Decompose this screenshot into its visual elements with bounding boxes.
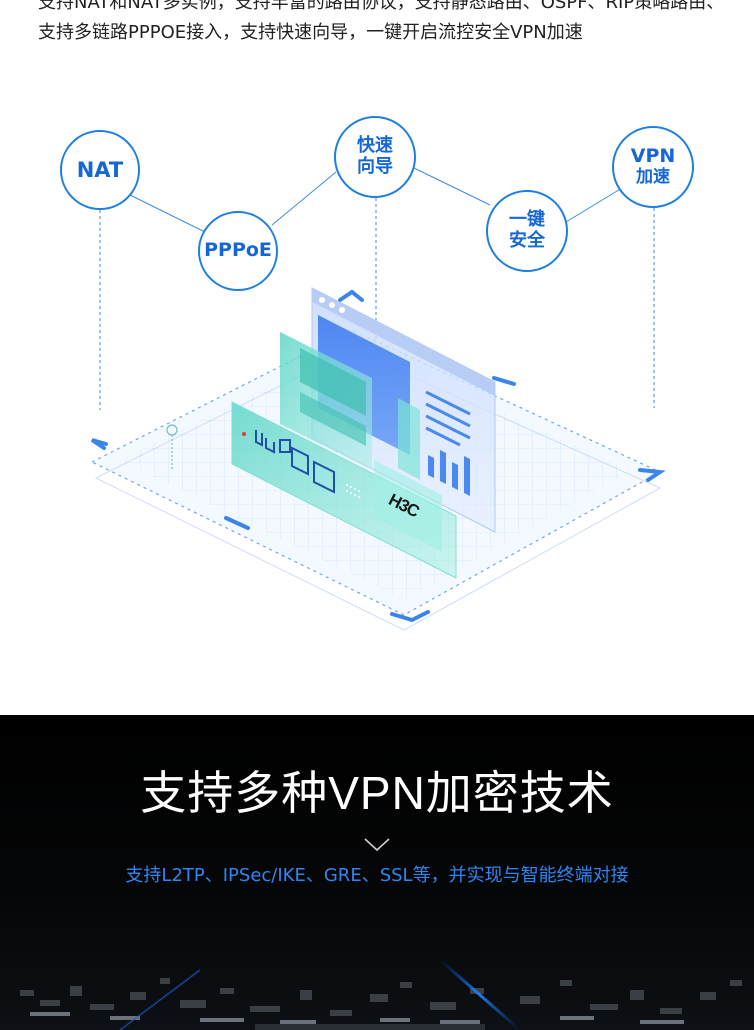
vpn-encryption-section: 支持多种VPN加密技术 支持L2TP、IPSec/IKE、GRE、SSL等，并实… bbox=[0, 715, 754, 1030]
circuit-board-background bbox=[20, 958, 742, 1030]
connector-lines bbox=[129, 167, 623, 233]
pppoe-bubble: PPPoE bbox=[198, 211, 278, 291]
nat-label: NAT bbox=[76, 157, 124, 182]
small-cyan-column bbox=[398, 398, 420, 480]
intro-paragraph: 支持NAT和NAT多实例，支持丰富的路由协议，支持静态路由、OSPF、RIP策略… bbox=[38, 0, 725, 43]
one-key-security-line1: 一键 bbox=[509, 209, 545, 231]
network-features-illustration: H3C NAT PPPoE 快速 向导 一键 安全 VPN 加速 bbox=[0, 90, 754, 670]
quick-wizard-bubble: 快速 向导 bbox=[334, 116, 416, 198]
vpn-acceleration-line2: 加速 bbox=[636, 167, 670, 188]
cyan-card-panel bbox=[280, 332, 372, 470]
vpn-acceleration-line1: VPN bbox=[630, 145, 676, 168]
vpn-acceleration-bubble: VPN 加速 bbox=[612, 126, 694, 208]
illustration-graphic bbox=[90, 167, 666, 631]
dashed-drop-lines bbox=[99, 198, 655, 440]
device-plate bbox=[231, 401, 457, 579]
vpn-section-title: 支持多种VPN加密技术 bbox=[140, 767, 614, 819]
one-key-security-bubble: 一键 安全 bbox=[486, 190, 568, 272]
vpn-section-subtitle: 支持L2TP、IPSec/IKE、GRE、SSL等，并实现与智能终端对接 bbox=[125, 865, 629, 886]
quick-wizard-line1: 快速 bbox=[357, 135, 393, 157]
nat-bubble: NAT bbox=[60, 130, 140, 210]
antenna-pin bbox=[166, 424, 178, 470]
quick-wizard-line2: 向导 bbox=[357, 156, 393, 177]
pppoe-label: PPPoE bbox=[204, 239, 272, 262]
one-key-security-line2: 安全 bbox=[509, 230, 545, 251]
chevron-down-icon bbox=[364, 838, 390, 852]
